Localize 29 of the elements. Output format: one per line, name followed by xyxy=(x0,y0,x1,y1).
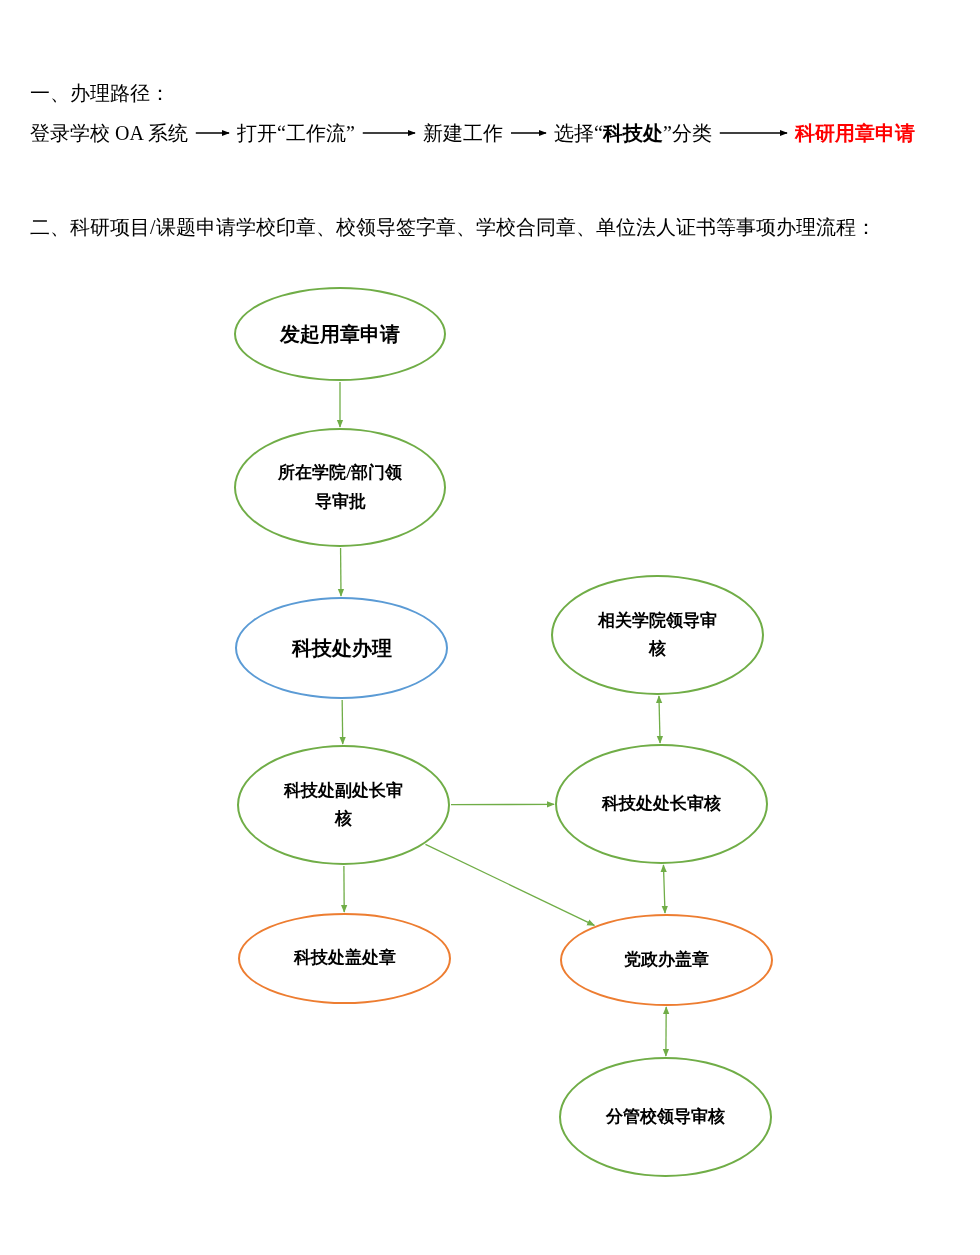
arrow xyxy=(340,865,348,913)
node-label: 发起用章申请 xyxy=(280,321,400,347)
node-label: 科技处处长审核 xyxy=(602,792,721,815)
arrow xyxy=(339,699,346,745)
arrow xyxy=(337,547,345,597)
arrow xyxy=(195,129,230,137)
arrow xyxy=(660,864,668,914)
step-text: 打开“工作流” xyxy=(237,118,355,148)
arrow xyxy=(362,129,416,137)
step-text: 科研用章申请 xyxy=(795,118,915,148)
arrow xyxy=(662,1006,670,1057)
arrow xyxy=(719,129,788,137)
node-label: 科技处盖处章 xyxy=(293,947,396,970)
node-label: 科技处办理 xyxy=(291,635,392,661)
node-label: 科技处副处长审核 xyxy=(282,779,404,830)
node-label: 分管校领导审核 xyxy=(606,1105,725,1128)
arrow xyxy=(450,801,555,808)
node-label: 党政办盖章 xyxy=(624,948,709,971)
node-label: 所在学院/部门领导审批 xyxy=(277,462,403,513)
heading-text: 二、科研项目/课题申请学校印章、校领导签字章、学校合同章、单位法人证书等事项办理流程： xyxy=(30,215,876,240)
step-text: 新建工作 xyxy=(423,118,503,148)
arrow xyxy=(336,381,344,428)
step-text: 登录学校 OA 系统 xyxy=(30,118,188,148)
heading-text: 一、办理路径： xyxy=(30,81,170,106)
node-label: 相关学院领导审核 xyxy=(596,609,718,660)
step-text: 选择“科技处”分类 xyxy=(554,118,712,148)
arrow xyxy=(655,695,664,744)
arrow xyxy=(510,129,547,137)
arrow xyxy=(424,843,596,927)
